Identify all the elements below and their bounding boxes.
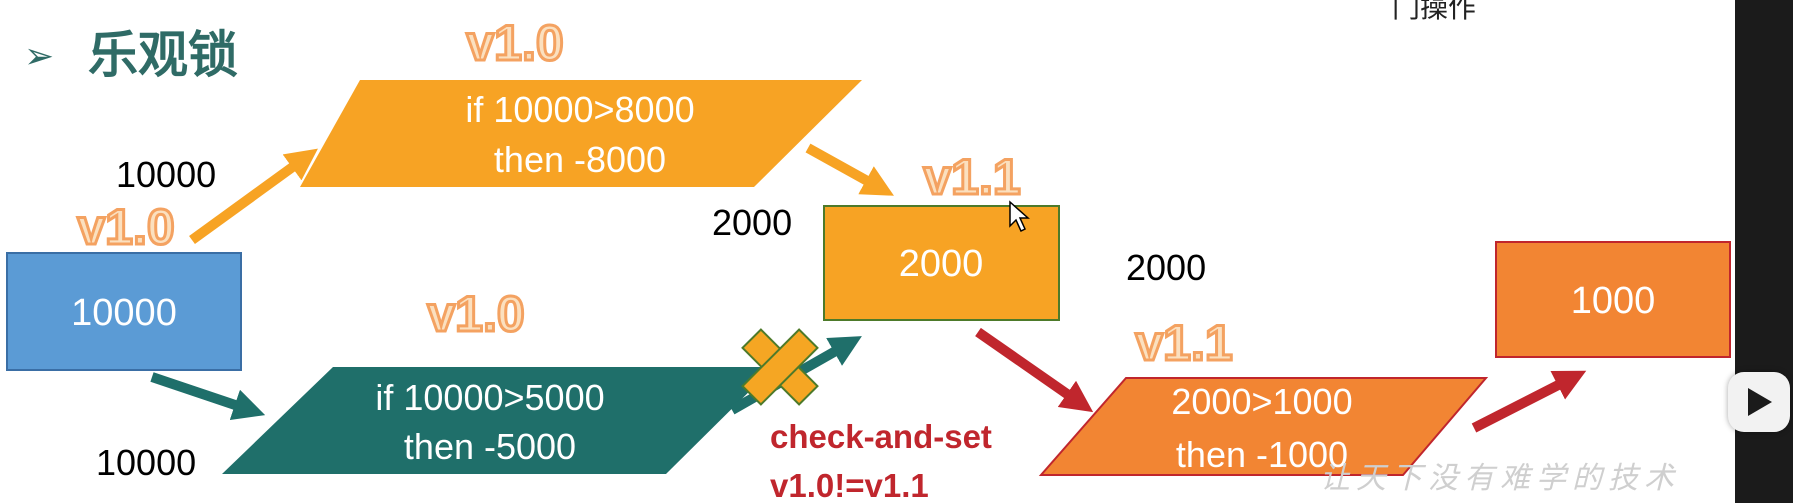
play-button[interactable] [1728,372,1790,432]
left-mid-output-value: 2000 [712,202,792,243]
top-transaction-line1: if 10000>8000 [465,89,694,130]
page-title: 乐观锁 [88,27,238,83]
balance-box-value: 10000 [71,292,177,334]
version-label-top: v1.0 [466,15,563,71]
bottom-transaction-shape [222,367,774,474]
arrow-to-center-box [805,143,894,196]
result-box-value: 1000 [1571,280,1656,322]
bottom-transaction-line1: if 10000>5000 [375,377,604,418]
cursor-icon [1009,200,1030,233]
arrow-to-bottom-transaction [150,372,266,421]
top-input-value: 10000 [116,154,216,195]
right-transaction-line1: 2000>1000 [1171,381,1352,422]
cross-icon [741,328,819,406]
watermark-text: 让天下没有难学的技术 [1320,461,1680,496]
version-label-center: v1.1 [923,149,1020,205]
arrow-to-top-transaction [189,148,318,245]
bottom-input-value: 10000 [96,442,196,483]
version-label-right: v1.1 [1135,315,1232,371]
cas-label-line1: check-and-set [770,418,992,455]
arrow-to-right-transaction [975,327,1094,413]
top-transaction-line2: then -8000 [494,139,666,180]
right-transaction-shape [1038,377,1489,476]
play-icon [1748,388,1772,416]
top-cut-text: 门操作 [1392,0,1477,24]
version-label-left-box: v1.0 [77,199,174,255]
right-mid-output-value: 2000 [1126,247,1206,288]
center-box-value: 2000 [899,243,984,285]
cas-label-line2: v1.0!=v1.1 [770,467,929,503]
arrow-to-result-box [1471,370,1587,433]
version-label-bottom: v1.0 [427,286,524,342]
right-transaction-line2: then -1000 [1176,434,1348,475]
balance-box [6,252,242,371]
result-box [1495,241,1731,358]
top-transaction-shape [300,80,862,187]
title-bullet: ➢ [24,35,54,76]
bottom-transaction-line2: then -5000 [404,426,576,467]
